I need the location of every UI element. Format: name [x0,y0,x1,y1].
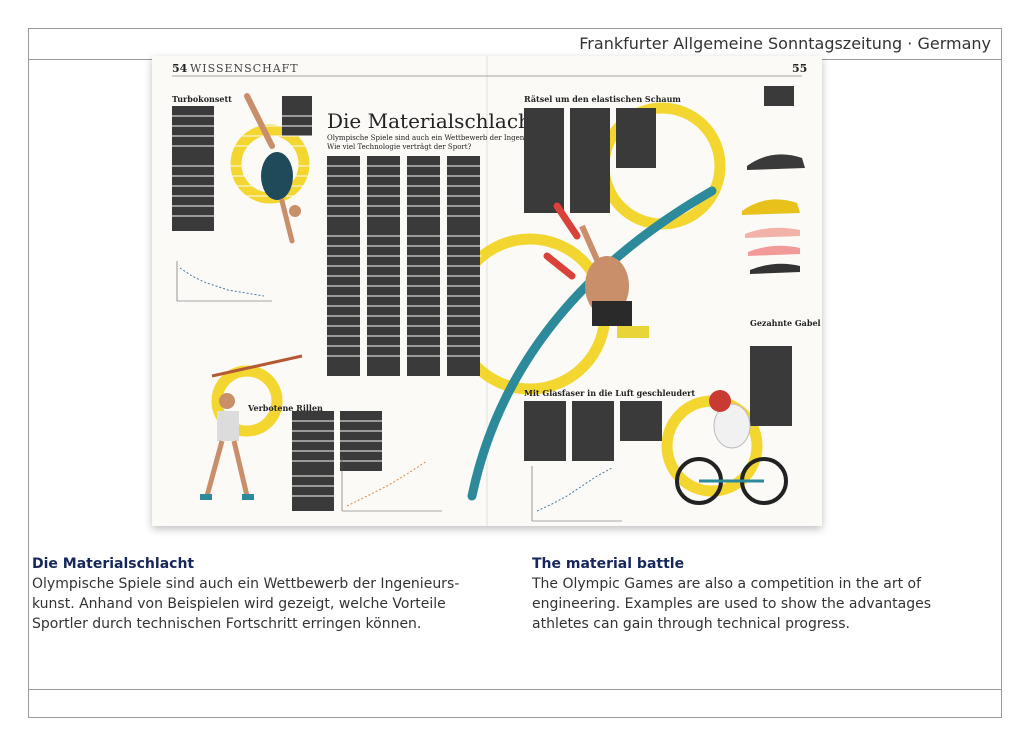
caption-english-title: The material battle [532,556,685,572]
diver-illustration [244,93,301,244]
caption-german-line-2: kunst. Anhand von Beispielen wird gezeig… [32,596,446,612]
article-head-1: Turbokonsett [172,94,232,104]
article-head-2: Rätsel um den elastischen Schaum [524,94,681,104]
left-page-number: 54 [172,62,188,75]
spread-illustration: 54 WISSENSCHAFT 55 [172,56,821,526]
caption-german-line-1: Olympische Spiele sind auch ein Wettbewe… [32,576,460,592]
newspaper-spread-image: 54 WISSENSCHAFT 55 [152,56,822,526]
left-section-label: WISSENSCHAFT [190,62,299,75]
article-text-columns-right [524,86,794,461]
right-page-number: 55 [792,62,807,75]
mini-chart-right [531,466,622,522]
spread-subline-2: Wie viel Technologie verträgt der Sport? [327,143,472,151]
spread-subline: Olympische Spiele sind auch ein Wettbewe… [327,134,564,142]
caption-german-title: Die Materialschlacht [32,556,195,572]
article-head-4: Verbotene Rillen [247,403,323,413]
spread-headline: Die Materialschlacht [327,109,539,133]
caption-german: Die Materialschlacht Olympische Spiele s… [32,556,462,634]
caption-english-line-2: engineering. Examples are used to show t… [532,596,931,612]
cyclist-illustration [675,390,788,505]
mini-chart-middle [341,456,442,512]
running-shoes-illustration [742,154,805,274]
caption-english-line-3: athletes can gain through technical prog… [532,616,850,632]
pole-vault-illustration [467,186,717,501]
bottom-rule [29,689,1001,690]
text-line-texture [172,115,482,497]
mini-chart-left [176,261,272,302]
caption-german-line-3: Sportler durch technischen Fortschritt e… [32,616,422,632]
article-head-3: Mit Glasfaser in die Luft geschleudert [524,388,695,398]
caption-english-line-1: The Olympic Games are also a competition… [532,576,922,592]
publication-label: Frankfurter Allgemeine Sonntagszeitung ·… [579,34,991,53]
article-head-5: Gezahnte Gabel [750,318,821,328]
caption-english: The material battle The Olympic Games ar… [532,556,962,634]
javelin-thrower-illustration [200,354,303,500]
